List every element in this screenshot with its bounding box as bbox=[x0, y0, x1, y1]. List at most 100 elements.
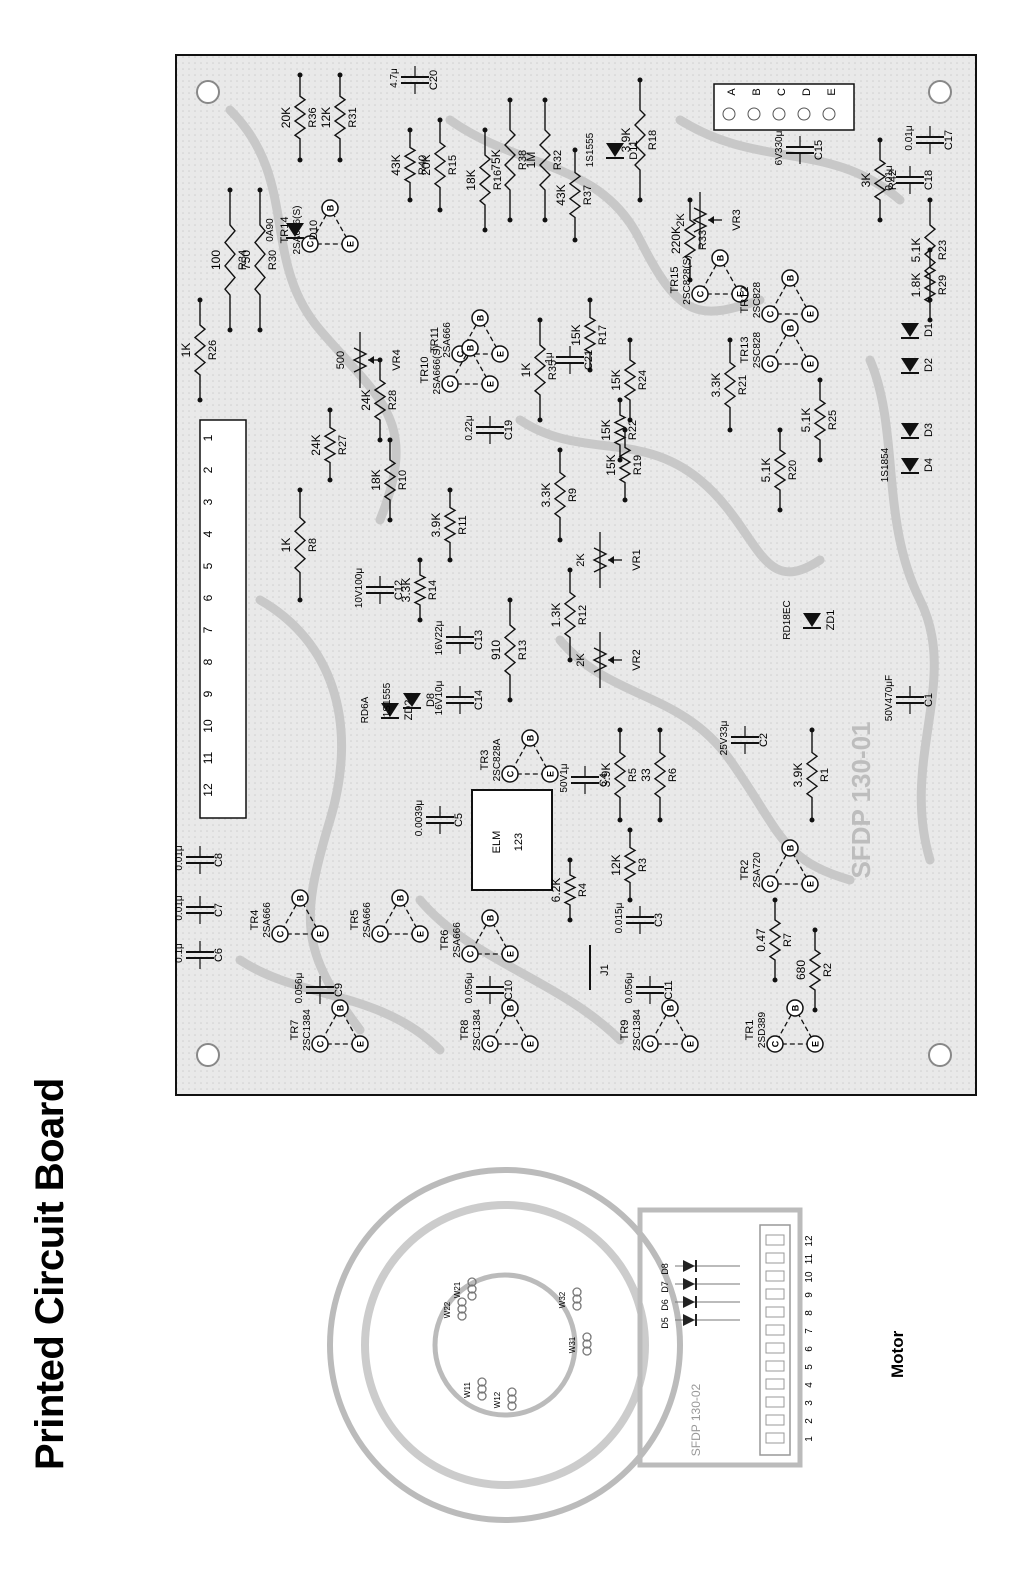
transistor-pad-letter: B bbox=[666, 1004, 676, 1011]
capacitor-value: 0.1μ bbox=[174, 943, 185, 963]
motor-diode-label: D6 bbox=[660, 1299, 670, 1311]
resistor-ref: R14 bbox=[427, 580, 439, 600]
resistor-ref: R9 bbox=[567, 488, 579, 502]
capacitor-ref: C7 bbox=[213, 903, 225, 917]
motor-pin-pad bbox=[765, 1270, 785, 1282]
resistor-ref: R8 bbox=[307, 538, 319, 552]
resistor-value: 24K bbox=[359, 389, 373, 410]
resistor-value: 15K bbox=[569, 324, 583, 345]
transistor-pad-letter: E bbox=[526, 1041, 536, 1047]
diode-d2: D2 bbox=[901, 358, 935, 374]
diode-type: 0A90 bbox=[265, 218, 276, 242]
pcb-traces bbox=[225, 105, 939, 1055]
capacitor-c8: C80.01μ bbox=[174, 845, 225, 874]
resistor-ref: R12 bbox=[577, 605, 589, 625]
edge-pin-pad bbox=[822, 107, 836, 121]
resistor-ref: R10 bbox=[397, 470, 409, 490]
motor-pin-label: 3 bbox=[804, 1400, 815, 1406]
transistor-pad-letter: E bbox=[316, 931, 326, 937]
capacitor-ref: C10 bbox=[503, 980, 515, 1000]
capacitor-ref: C9 bbox=[333, 983, 345, 997]
resistor-r9: R93.3K bbox=[539, 447, 579, 543]
transistor-ref: TR5 bbox=[349, 910, 361, 931]
transistor-type: 2SA666(S) bbox=[432, 346, 443, 395]
diode-type: RD18EC bbox=[782, 600, 793, 639]
motor-coil-label: W31 bbox=[568, 1336, 577, 1353]
resistor-value: 24K bbox=[309, 434, 323, 455]
resistor-r8: R8 1K bbox=[279, 487, 319, 603]
motor-coil-label: W21 bbox=[453, 1281, 462, 1298]
transistor-pad-letter: C bbox=[486, 1040, 496, 1047]
transistor-type: 2SA720 bbox=[752, 852, 763, 888]
transistor-pad-letter: B bbox=[336, 1004, 346, 1011]
motor-coil-label: W12 bbox=[493, 1391, 502, 1408]
motor-pin-pad bbox=[765, 1360, 785, 1372]
transistor-pad-letter: B bbox=[526, 734, 536, 741]
resistor-ref: R38 bbox=[517, 150, 529, 170]
diode-ref: D3 bbox=[923, 423, 935, 437]
capacitor-ref: C14 bbox=[473, 690, 485, 710]
transistor-pad-letter: B bbox=[506, 1004, 516, 1011]
transistor-type: 2SC1384 bbox=[472, 1009, 483, 1051]
diode-layer: D100A90D111S1555D1D2D3D41S1854ZD1RD18ECZ… bbox=[265, 132, 935, 723]
diode-type: 1S1854 bbox=[880, 447, 891, 482]
resistor-value: 1K bbox=[279, 538, 293, 553]
main-connector-strip bbox=[199, 419, 247, 819]
motor-disc-ring bbox=[361, 1201, 649, 1489]
capacitor-value: 0.0039μ bbox=[414, 800, 425, 837]
resistor-value: 1K bbox=[179, 343, 193, 358]
edge-pin-label: A bbox=[726, 88, 738, 96]
transistor-type: 2SC1384 bbox=[302, 1009, 313, 1051]
motor-board-code: SFDP 130-02 bbox=[689, 1383, 703, 1456]
motor-pin-label: 12 bbox=[804, 1235, 815, 1247]
resistor-value: 33 bbox=[639, 768, 653, 782]
transistor-ref: TR6 bbox=[439, 930, 451, 951]
transistor-pad-letter: B bbox=[786, 324, 796, 331]
motor-pin-pad bbox=[765, 1288, 785, 1300]
trimmer-value: 2K bbox=[575, 653, 587, 667]
capacitor-value: 50V1μ bbox=[559, 763, 570, 792]
capacitor-ref: C11 bbox=[663, 980, 675, 999]
resistor-value: 3.3K bbox=[399, 578, 413, 603]
transistor-pad-letter: C bbox=[506, 770, 516, 777]
resistor-value: 3.9K bbox=[619, 128, 633, 153]
resistor-value: 1M bbox=[524, 152, 538, 169]
capacitor-c3: C30.015μ bbox=[614, 902, 665, 934]
transistor-type: 2SC1384 bbox=[632, 1009, 643, 1051]
resistor-value: 0.47 bbox=[754, 928, 768, 952]
resistor-value: 18K bbox=[369, 469, 383, 490]
motor-diode-label: D8 bbox=[660, 1263, 670, 1275]
capacitor-ref: C15 bbox=[813, 140, 825, 160]
transistor-pad-letter: E bbox=[486, 381, 496, 387]
capacitor-value: 0.01μ bbox=[904, 125, 915, 150]
transistor-pad-letter: E bbox=[416, 931, 426, 937]
motor-diode-label: D5 bbox=[660, 1317, 670, 1329]
resistor-value: 3.9K bbox=[599, 763, 613, 788]
capacitor-value: 0.056μ bbox=[294, 972, 305, 1003]
motor-coil-w21: W21 bbox=[453, 1277, 477, 1301]
diode-ref: D2 bbox=[923, 358, 935, 372]
